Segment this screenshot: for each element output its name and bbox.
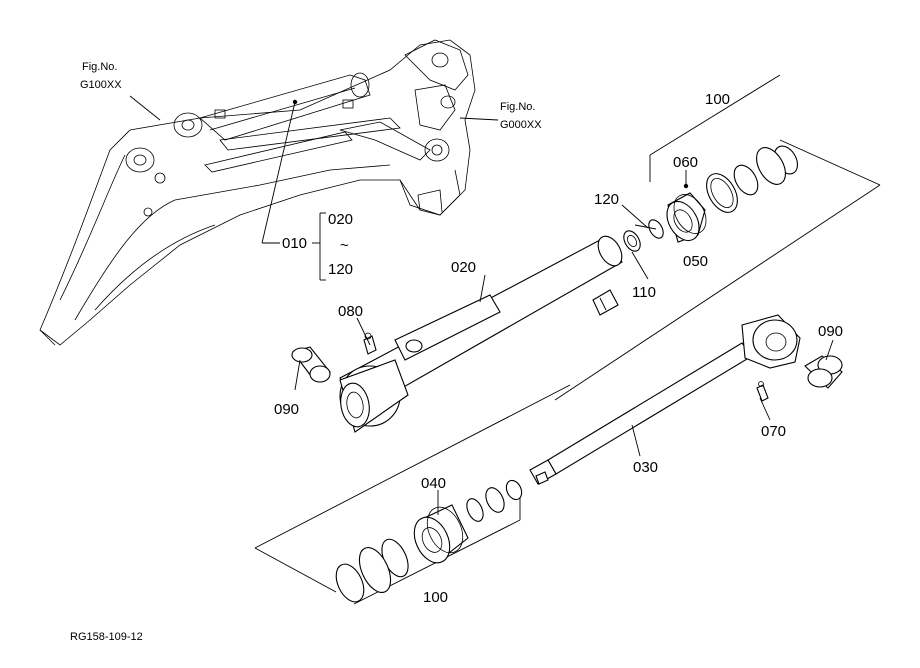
assembly-bracket — [261, 101, 326, 281]
callout-050: 050 — [683, 253, 708, 270]
ref-right-fig-line2: G000XX — [500, 119, 542, 131]
callout-060: 060 — [673, 154, 698, 171]
callout-100-bottom: 100 — [423, 589, 448, 606]
bushing-090-right — [804, 355, 843, 389]
assembly-range-sep: ~ — [340, 237, 349, 254]
cylinder-tube-020 — [339, 235, 623, 433]
seal-kit-bottom — [254, 384, 571, 605]
seal-kit-top — [554, 74, 881, 401]
callout-090-right: 090 — [818, 323, 843, 340]
assembly-label: 010 — [282, 235, 307, 252]
drawing-code: RG158-109-12 — [70, 631, 143, 643]
bushing-090-left — [291, 346, 331, 383]
callout-030: 030 — [633, 459, 658, 476]
callout-090-left: 090 — [274, 401, 299, 418]
assembly-range-start: 020 — [328, 211, 353, 228]
piston-rod-030 — [529, 314, 801, 485]
ref-right-fig-line1: Fig.No. — [500, 101, 535, 113]
callout-040: 040 — [421, 475, 446, 492]
ref-left-fig-line1: Fig.No. — [82, 61, 117, 73]
ref-left-fig-line2: G100XX — [80, 79, 122, 91]
boom-arm-drawing — [39, 39, 476, 346]
callout-020: 020 — [451, 259, 476, 276]
callout-070: 070 — [761, 423, 786, 440]
callout-100-top: 100 — [705, 91, 730, 108]
callout-110: 110 — [632, 284, 656, 301]
callout-120: 120 — [594, 191, 619, 208]
assembly-range-end: 120 — [328, 261, 353, 278]
callout-080: 080 — [338, 303, 363, 320]
